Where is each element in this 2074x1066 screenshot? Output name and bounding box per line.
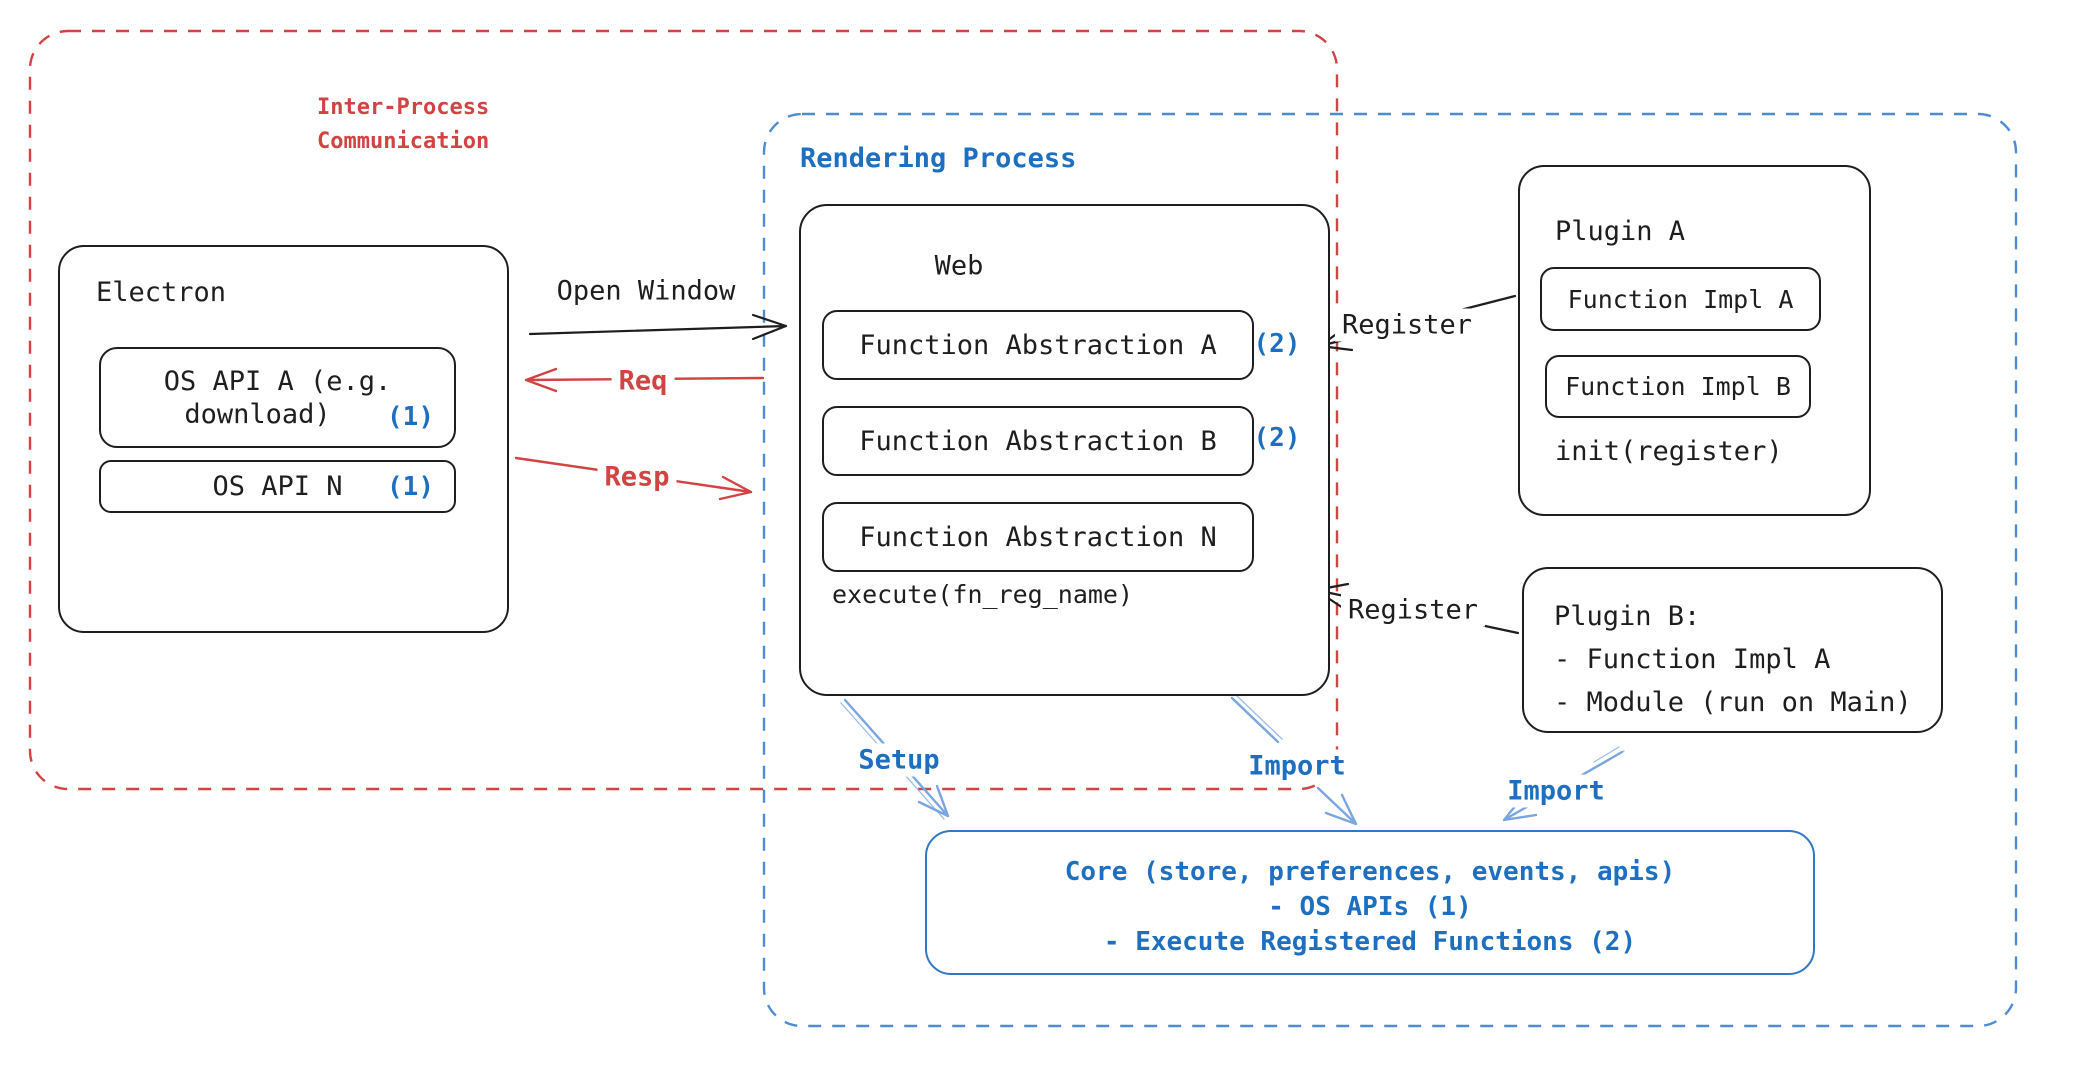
os-api-a-line1: OS API A (e.g. [163, 365, 392, 397]
web-box: Web Function Abstraction A Function Abst… [799, 204, 1330, 696]
rendering-dashed-box [762, 112, 2018, 1028]
plugin-b-title: Plugin B: [1554, 601, 1701, 632]
core-line2: - OS APIs (1) [1268, 892, 1472, 922]
import-a-arrow [1230, 696, 1358, 826]
plugin-b-box: Plugin B: - Function Impl A - Module (ru… [1522, 567, 1943, 733]
os-api-n-label: OS API N [212, 471, 343, 502]
plugin-b-item-2: - Module (run on Main) [1554, 687, 1912, 718]
fn-abstraction-b-number-badge: (2) [1253, 423, 1301, 453]
os-api-a-number-badge: (1) [387, 402, 434, 432]
req-label: Req [611, 364, 675, 398]
fn-abstraction-a-number-badge: (2) [1253, 329, 1301, 359]
function-impl-a-box: Function Impl A [1540, 267, 1821, 331]
rendering-process-label: Rendering Process [800, 143, 1077, 174]
import-b-label: Import [1500, 774, 1612, 808]
import-a-label: Import [1241, 749, 1353, 783]
register-b-label: Register [1340, 593, 1486, 627]
function-abstraction-a-box: Function Abstraction A [822, 310, 1254, 380]
plugin-b-item-1: - Function Impl A [1554, 644, 1831, 675]
function-impl-b-box: Function Impl B [1545, 355, 1811, 418]
ipc-dashed-box [28, 29, 1339, 791]
os-api-a-box: OS API A (e.g. download) (1) [99, 347, 456, 448]
core-line1: Core (store, preferences, events, apis) [1064, 857, 1676, 887]
ipc-label-line2: Communication [317, 129, 490, 154]
electron-box: Electron OS API A (e.g. download) (1) OS… [58, 245, 509, 633]
init-register-label: init(register) [1555, 436, 1783, 467]
web-title: Web [934, 250, 984, 282]
function-abstraction-b-box: Function Abstraction B [822, 406, 1254, 476]
register-a-label: Register [1334, 308, 1480, 342]
open-window-label: Open Window [556, 275, 736, 307]
execute-label: execute(fn_reg_name) [832, 580, 1134, 609]
ipc-label-line1: Inter-Process [317, 95, 490, 120]
electron-title: Electron [96, 277, 227, 308]
setup-label: Setup [851, 743, 947, 777]
os-api-n-number-badge: (1) [387, 472, 434, 502]
plugin-a-box: Plugin A Function Impl A Function Impl B… [1518, 165, 1871, 516]
import-a-arrow-sketch [1235, 694, 1283, 740]
plugin-a-title: Plugin A [1555, 216, 1686, 247]
ipc-label: Inter-Process Communication [317, 91, 489, 159]
core-line3: - Execute Registered Functions (2) [1103, 927, 1637, 957]
function-abstraction-n-box: Function Abstraction N [822, 502, 1254, 572]
resp-label: Resp [597, 460, 677, 494]
os-api-n-box: OS API N (1) [99, 460, 456, 513]
core-box: Core (store, preferences, events, apis) … [925, 830, 1815, 975]
import-b-arrow-sketch [1593, 746, 1625, 767]
os-api-a-line2: download) [184, 398, 331, 430]
open-window-arrow [528, 313, 788, 341]
